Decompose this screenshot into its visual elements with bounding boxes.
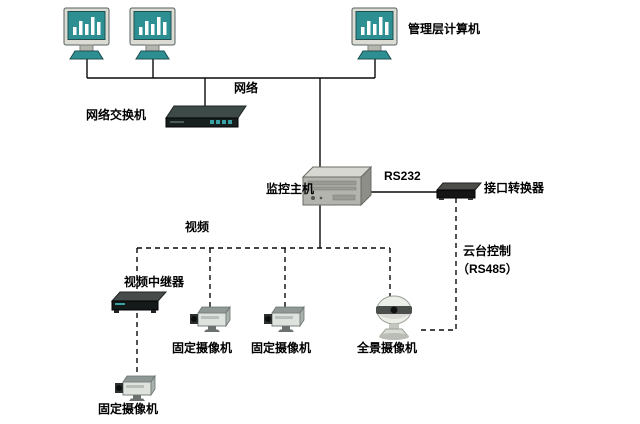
workstation-monitor-icon-2 (129, 7, 176, 60)
label-rs485: （RS485） (457, 262, 518, 276)
label-monitor-host: 监控主机 (266, 182, 315, 196)
panoramic-camera-icon (375, 295, 413, 341)
management-computer-icon (351, 7, 398, 60)
label-fixed-camera-2: 固定摄像机 (251, 341, 312, 355)
label-video: 视频 (185, 220, 210, 234)
label-network-switch: 网络交换机 (86, 108, 147, 122)
label-video-repeater: 视频中继器 (124, 275, 185, 289)
network-lines-solid (86, 59, 437, 248)
fixed-camera-icon-2 (263, 306, 305, 333)
label-management-computers: 管理层计算机 (408, 22, 481, 36)
fixed-camera-icon-1 (189, 306, 231, 333)
video-lines-dashed (136, 198, 457, 375)
network-switch-icon (165, 105, 247, 128)
workstation-monitor-icon-1 (63, 7, 110, 60)
label-rs232: RS232 (384, 169, 421, 183)
label-fixed-camera-3: 固定摄像机 (98, 402, 159, 416)
label-ptz-control: 云台控制 (463, 244, 512, 258)
label-interface-converter: 接口转换器 (484, 181, 545, 195)
label-panoramic-camera: 全景摄像机 (357, 341, 418, 355)
video-repeater-icon (111, 291, 167, 314)
fixed-camera-icon-3 (114, 375, 156, 402)
label-network: 网络 (234, 81, 259, 95)
interface-converter-icon (436, 182, 482, 201)
label-fixed-camera-1: 固定摄像机 (172, 341, 233, 355)
